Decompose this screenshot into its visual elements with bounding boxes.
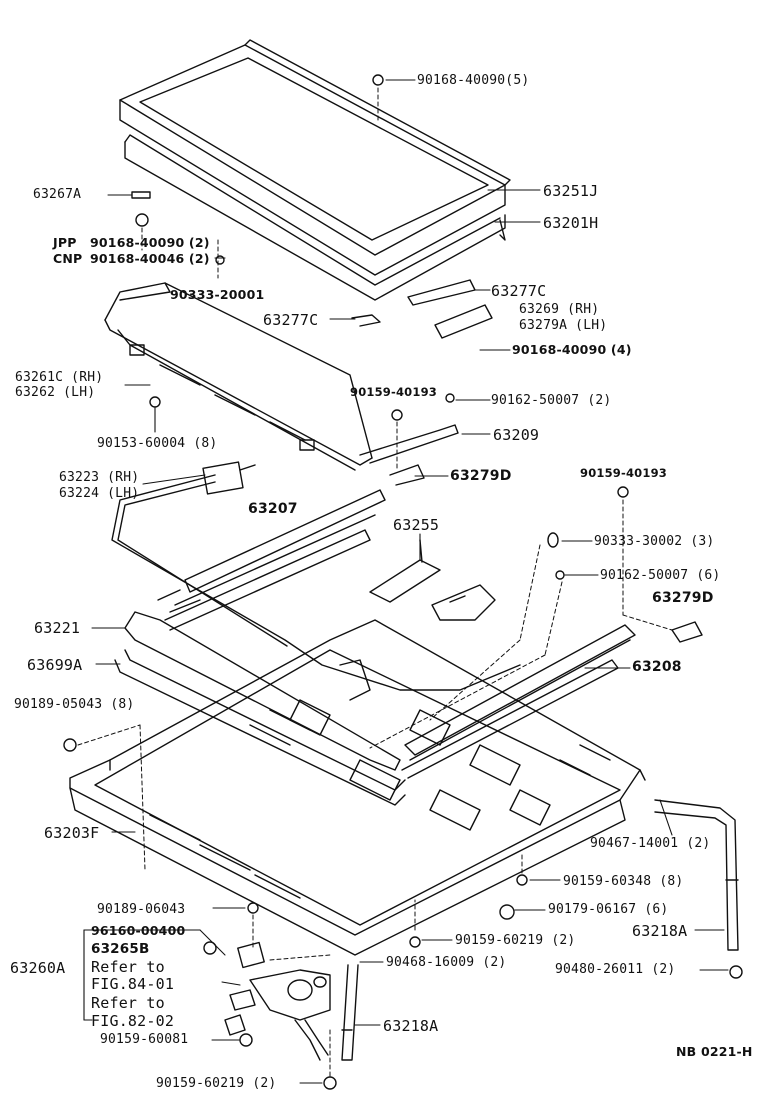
label-90159-60219-bottom: 90159-60219 (2) bbox=[156, 1076, 277, 1091]
label-90189-05043: 90189-05043 (8) bbox=[14, 697, 135, 712]
sunroof-glass-panel bbox=[120, 40, 510, 300]
weatherstrip-seal bbox=[115, 612, 405, 805]
label-90162-50007-6: 90162-50007 (6) bbox=[600, 568, 721, 583]
leader-lines bbox=[84, 80, 728, 1083]
label-63262-lh: 63262 (LH) bbox=[15, 385, 96, 400]
label-63208: 63208 bbox=[632, 659, 682, 675]
label-refer-to-1: Refer to bbox=[91, 958, 165, 976]
label-63203F: 63203F bbox=[44, 824, 100, 842]
sunroof-motor-assembly bbox=[225, 942, 330, 1060]
label-63207: 63207 bbox=[248, 501, 298, 517]
label-90168-40046-2: 90168-40046 (2) bbox=[90, 251, 210, 266]
label-90333-30002: 90333-30002 (3) bbox=[594, 534, 715, 549]
label-90159-60219-right: 90159-60219 (2) bbox=[455, 933, 576, 948]
label-63699A: 63699A bbox=[27, 656, 83, 674]
bracket-63255 bbox=[370, 540, 495, 620]
deflector-bracket-rail bbox=[105, 283, 458, 470]
label-63255: 63255 bbox=[393, 516, 440, 534]
label-90468-16009: 90468-16009 (2) bbox=[386, 955, 507, 970]
label-63277C-right: 63277C bbox=[491, 282, 547, 300]
label-63279D-right: 63279D bbox=[652, 590, 714, 606]
label-90159-40193-center: 90159-40193 bbox=[350, 385, 437, 399]
label-63223-rh: 63223 (RH) bbox=[59, 470, 140, 485]
label-63209: 63209 bbox=[493, 426, 540, 444]
drain-hose-rear bbox=[655, 800, 738, 950]
label-63251J: 63251J bbox=[543, 182, 599, 200]
label-96160-00400: 96160-00400 bbox=[91, 923, 186, 938]
label-fig-84-01: FIG.84-01 bbox=[91, 975, 175, 993]
label-90168-40090-2: 90168-40090 (2) bbox=[90, 235, 210, 250]
label-90159-60348: 90159-60348 (8) bbox=[563, 874, 684, 889]
label-90480-26011: 90480-26011 (2) bbox=[555, 962, 676, 977]
label-fig-82-02: FIG.82-02 bbox=[91, 1012, 175, 1030]
label-90153-60004: 90153-60004 (8) bbox=[97, 436, 218, 451]
label-63224-lh: 63224 (LH) bbox=[59, 486, 140, 501]
label-refer-to-2: Refer to bbox=[91, 994, 165, 1012]
reference-code: NB 0221-H bbox=[676, 1044, 753, 1059]
label-63218A-rear: 63218A bbox=[632, 922, 688, 940]
label-63265B: 63265B bbox=[91, 941, 150, 957]
phantom-lines bbox=[78, 88, 672, 1076]
label-90189-06043: 90189-06043 bbox=[97, 902, 186, 917]
label-90168-40090-5: 90168-40090(5) bbox=[417, 73, 530, 88]
label-90159-60081: 90159-60081 bbox=[100, 1032, 189, 1047]
label-cnp: CNP bbox=[53, 251, 83, 266]
label-63261C-rh: 63261C (RH) bbox=[15, 370, 104, 385]
label-63201H: 63201H bbox=[543, 214, 599, 232]
label-jpp: JPP bbox=[53, 235, 77, 250]
label-90159-40193-right: 90159-40193 bbox=[580, 466, 667, 480]
label-63267A: 63267A bbox=[33, 187, 82, 202]
label-63221: 63221 bbox=[34, 619, 81, 637]
fastener-markers bbox=[64, 75, 742, 1089]
drive-cable bbox=[112, 462, 520, 690]
guide-rail-63208 bbox=[402, 625, 635, 778]
label-63218A-front: 63218A bbox=[383, 1017, 439, 1035]
label-63277C-left: 63277C bbox=[263, 311, 319, 329]
label-63269-rh: 63269 (RH) bbox=[519, 302, 600, 317]
guide-rail-63207 bbox=[158, 490, 385, 630]
label-90168-40090-4: 90168-40090 (4) bbox=[512, 342, 632, 357]
label-90467-14001: 90467-14001 (2) bbox=[590, 836, 711, 851]
label-90333-20001: 90333-20001 bbox=[170, 287, 265, 302]
label-90179-06167: 90179-06167 (6) bbox=[548, 902, 669, 917]
label-63279A-lh: 63279A (LH) bbox=[519, 318, 608, 333]
label-90162-50007-2: 90162-50007 (2) bbox=[491, 393, 612, 408]
label-63279D-center: 63279D bbox=[450, 468, 512, 484]
sunroof-housing-frame bbox=[70, 620, 645, 955]
drain-hose-front bbox=[342, 965, 358, 1060]
label-63260A: 63260A bbox=[10, 959, 66, 977]
